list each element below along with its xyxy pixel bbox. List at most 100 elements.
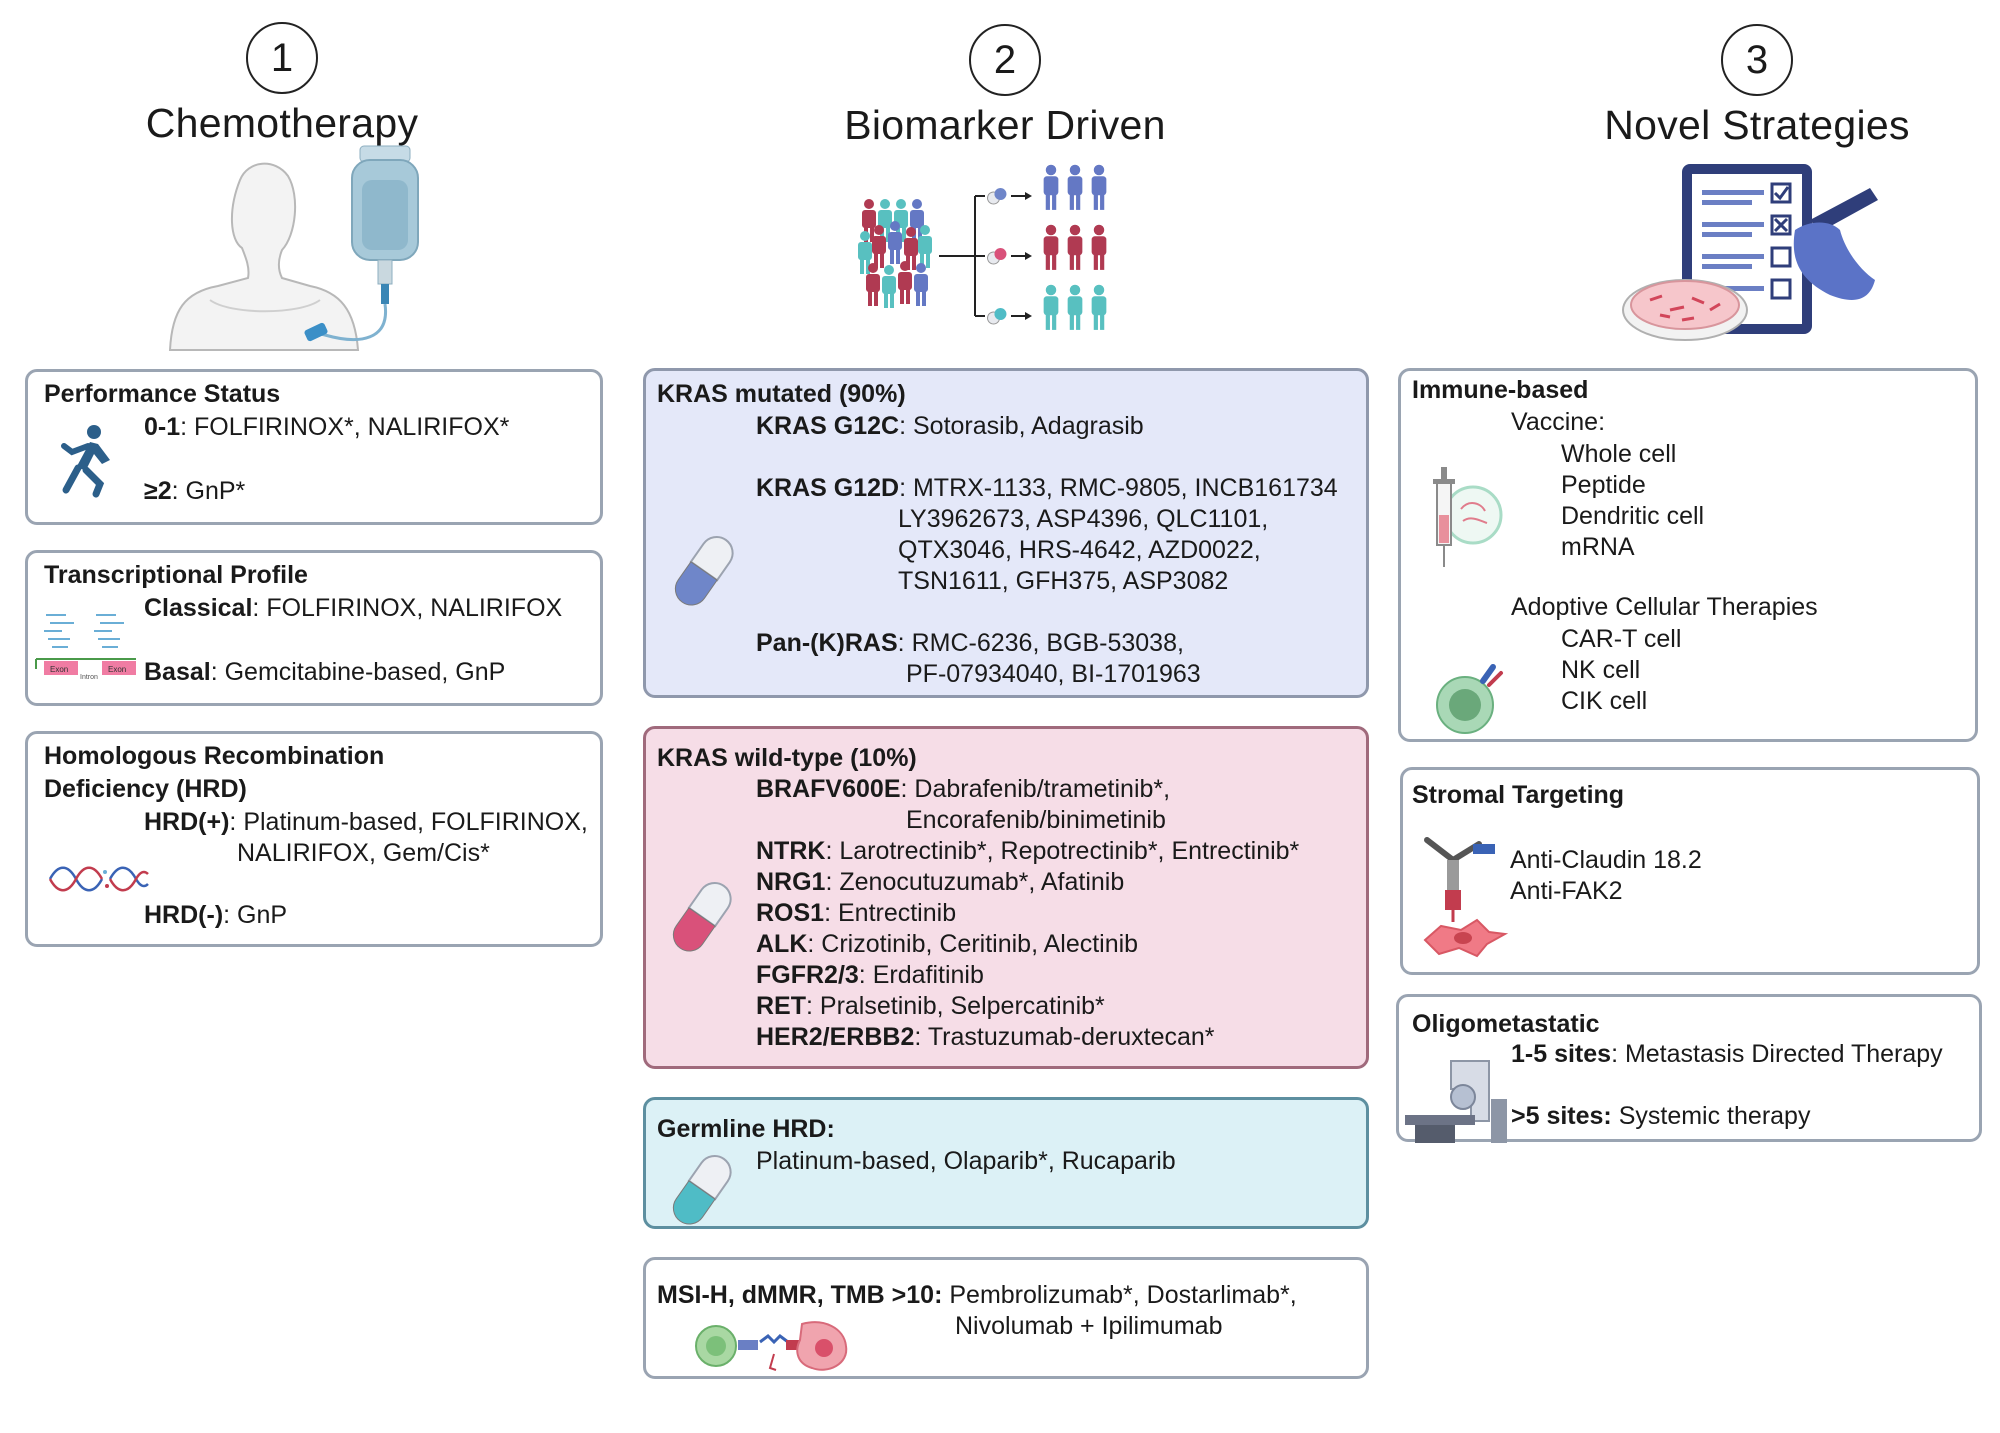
- vaccine-item: mRNA: [1561, 533, 1635, 561]
- box-heading: KRAS mutated (90%): [657, 380, 906, 408]
- act-item: NK cell: [1561, 656, 1641, 684]
- immune-checkpoint-icon: [695, 1321, 848, 1371]
- exon-label: Exon: [108, 665, 126, 674]
- teal-pill-icon: [672, 1154, 732, 1225]
- person-icon: [872, 225, 886, 268]
- box-heading: Deficiency (HRD): [44, 775, 247, 803]
- germline-line: Platinum-based, Olaparib*, Rucaparib: [756, 1147, 1176, 1175]
- person-icon: [1091, 284, 1107, 330]
- performance-line-2: ≥2: GnP*: [144, 477, 246, 505]
- person-icon: [1043, 224, 1059, 270]
- kras-wildtype-item: BRAFV600E: Dabrafenib/trametinib*,: [756, 775, 1171, 803]
- box-heading: Immune-based: [1412, 376, 1589, 404]
- patient-iv-drip-icon: [168, 145, 419, 351]
- gene-exon-icon: Exon Exon Intron: [35, 614, 136, 681]
- dna-damage-icon: [48, 866, 149, 892]
- column-header-novel: 3 Novel Strategies: [1437, 24, 2000, 149]
- person-icon: [1043, 284, 1059, 330]
- oligo-line-2: >5 sites: Systemic therapy: [1511, 1102, 1811, 1130]
- box-heading: Oligometastatic: [1412, 1010, 1600, 1038]
- person-icon: [1067, 224, 1083, 270]
- box-heading: KRAS wild-type (10%): [657, 744, 917, 772]
- transcriptional-profile-box: Transcriptional Profile Classical: FOLFI…: [25, 550, 603, 706]
- step-number-1: 1: [246, 22, 318, 94]
- step-number-2: 2: [969, 24, 1041, 96]
- oligo-line-1: 1-5 sites: Metastasis Directed Therapy: [1511, 1040, 1943, 1068]
- act-item: CAR-T cell: [1561, 625, 1682, 653]
- column-title: Biomarker Driven: [844, 102, 1166, 148]
- pink-pill-icon: [672, 881, 732, 952]
- stromal-item: Anti-Claudin 18.2: [1510, 846, 1702, 874]
- blue-pill-icon: [674, 535, 734, 606]
- vaccine-syringe-icon: [1433, 467, 1503, 567]
- vaccine-item: Whole cell: [1561, 440, 1677, 468]
- person-icon: [866, 263, 880, 306]
- kras-g12c-line: KRAS G12C: Sotorasib, Adagrasib: [756, 412, 1144, 440]
- box-heading: Stromal Targeting: [1412, 781, 1625, 809]
- immune-based-box: Immune-based Vaccine: Adoptive Cellular …: [1398, 368, 1978, 742]
- intron-label: Intron: [80, 674, 98, 681]
- column-title: Chemotherapy: [145, 100, 419, 146]
- column-title: Novel Strategies: [1604, 102, 1910, 148]
- kras-wildtype-item: NTRK: Larotrectinib*, Repotrectinib*, En…: [756, 837, 1300, 865]
- performance-line-1: 0-1: FOLFIRINOX*, NALIRIFOX*: [144, 413, 510, 441]
- kras-wildtype-item: Encorafenib/binimetinib: [906, 806, 1166, 834]
- person-icon: [1091, 224, 1107, 270]
- msi-line: MSI-H, dMMR, TMB >10: Pembrolizumab*, Do…: [657, 1281, 1297, 1309]
- oligometastatic-box: Oligometastatic 1-5 sites: Metastasis Di…: [1396, 994, 1982, 1143]
- vaccine-item: Dendritic cell: [1561, 502, 1705, 530]
- vaccine-label: Vaccine:: [1511, 408, 1606, 436]
- step-number-3: 3: [1721, 24, 1793, 96]
- kras-wildtype-item: ALK: Crizotinib, Ceritinib, Alectinib: [756, 930, 1139, 958]
- person-icon: [898, 261, 912, 304]
- kras-wildtype-item: NRG1: Zenocutuzumab*, Afatinib: [756, 868, 1125, 896]
- hrd-box: Homologous Recombination Deficiency (HRD…: [25, 731, 603, 947]
- person-icon: [858, 231, 872, 274]
- column-header-chemotherapy: 1 Chemotherapy: [0, 22, 602, 147]
- msi-cont: Nivolumab + Ipilimumab: [955, 1312, 1223, 1340]
- stromal-item: Anti-FAK2: [1510, 877, 1623, 905]
- person-icon: [1067, 164, 1083, 210]
- pan-ras-cont: PF-07934040, BI-1701963: [906, 660, 1201, 688]
- exon-label: Exon: [50, 665, 68, 674]
- box-heading: Transcriptional Profile: [44, 561, 308, 589]
- act-label: Adoptive Cellular Therapies: [1511, 593, 1818, 621]
- hrd-line-1: HRD(+): Platinum-based, FOLFIRINOX,: [144, 808, 588, 836]
- running-person-icon: [61, 425, 110, 498]
- antibody-fibroblast-icon: [1423, 837, 1509, 958]
- car-t-cell-icon: [1436, 664, 1503, 734]
- kras-wildtype-box: KRAS wild-type (10%) BRAFV600E: Dabrafen…: [643, 726, 1369, 1069]
- kras-wildtype-item: HER2/ERBB2: Trastuzumab-deruxtecan*: [756, 1023, 1215, 1051]
- person-icon: [1067, 284, 1083, 330]
- kras-wildtype-item: RET: Pralsetinib, Selpercatinib*: [756, 992, 1105, 1020]
- pan-ras-line: Pan-(K)RAS: RMC-6236, BGB-53038,: [756, 629, 1184, 657]
- transcriptional-line-1: Classical: FOLFIRINOX, NALIRIFOX: [144, 594, 563, 622]
- hrd-line-1-cont: NALIRIFOX, Gem/Cis*: [237, 839, 490, 867]
- performance-status-box: Performance Status 0-1: FOLFIRINOX*, NAL…: [25, 369, 603, 525]
- kras-g12d-cont: LY3962673, ASP4396, QLC1101,: [898, 505, 1269, 533]
- person-icon: [918, 225, 932, 268]
- radiotherapy-machine-icon: [1405, 1060, 1507, 1143]
- germline-hrd-box: Germline HRD: Platinum-based, Olaparib*,…: [643, 1097, 1369, 1229]
- column-header-biomarker: 2 Biomarker Driven: [685, 24, 1325, 149]
- patient-stratification-icon: [858, 164, 1107, 330]
- kras-g12d-cont: QTX3046, HRS-4642, AZD0022,: [898, 536, 1261, 564]
- kras-g12d-cont: TSN1611, GFH375, ASP3082: [898, 567, 1229, 595]
- person-icon: [882, 265, 896, 308]
- kras-wildtype-item: FGFR2/3: Erdafitinib: [756, 961, 984, 989]
- transcriptional-line-2: Basal: Gemcitabine-based, GnP: [144, 658, 506, 686]
- kras-g12d-line: KRAS G12D: MTRX-1133, RMC-9805, INCB1617…: [756, 474, 1338, 502]
- msi-box: MSI-H, dMMR, TMB >10: Pembrolizumab*, Do…: [643, 1257, 1369, 1379]
- act-item: CIK cell: [1561, 687, 1648, 715]
- box-heading: Performance Status: [44, 380, 281, 408]
- person-icon: [1091, 164, 1107, 210]
- vaccine-item: Peptide: [1561, 471, 1646, 499]
- box-heading: Germline HRD:: [657, 1115, 835, 1143]
- person-icon: [904, 227, 918, 270]
- person-icon: [1043, 164, 1059, 210]
- person-icon: [914, 263, 928, 306]
- kras-mutated-box: KRAS mutated (90%) KRAS G12C: Sotorasib,…: [643, 368, 1369, 698]
- kras-wildtype-item: ROS1: Entrectinib: [756, 899, 957, 927]
- clinical-trial-clipboard-icon: [1622, 164, 1878, 341]
